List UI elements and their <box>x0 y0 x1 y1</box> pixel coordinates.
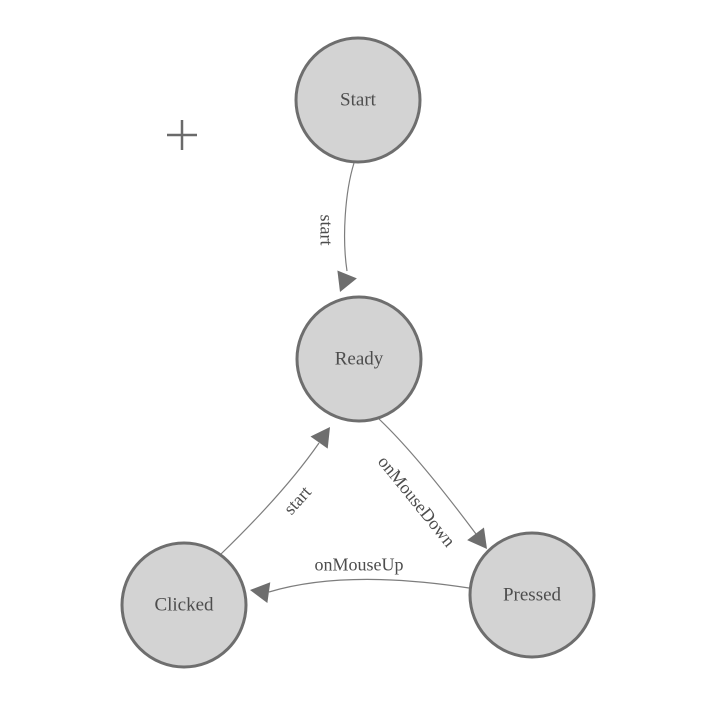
crosshair-layer <box>167 120 197 150</box>
edge-label-ready-to-pressed: onMouseDown <box>374 452 459 551</box>
edge-ready-to-pressed[interactable] <box>378 418 477 535</box>
state-node-ready[interactable]: Ready <box>295 295 423 423</box>
arrowhead-clicked-to-ready <box>310 427 330 449</box>
state-node-start[interactable]: Start <box>294 36 422 164</box>
state-node-pressed[interactable]: Pressed <box>468 531 596 659</box>
state-circle-ready[interactable] <box>295 295 423 423</box>
state-circle-pressed[interactable] <box>468 531 596 659</box>
state-circle-clicked[interactable] <box>120 541 248 669</box>
state-label-clicked: Clicked <box>154 594 214 615</box>
state-label-ready: Ready <box>335 348 384 369</box>
arrowhead-ready-to-pressed <box>467 527 487 549</box>
arrowhead-pressed-to-clicked <box>250 582 271 604</box>
arrowhead-start-to-ready <box>337 270 357 292</box>
state-circle-start[interactable] <box>294 36 422 164</box>
state-label-start: Start <box>340 89 377 110</box>
edge-clicked-to-ready[interactable] <box>220 442 320 555</box>
state-label-pressed: Pressed <box>503 584 562 605</box>
edge-label-pressed-to-clicked: onMouseUp <box>315 554 404 574</box>
edge-label-start-to-ready: start <box>317 215 337 246</box>
edge-pressed-to-clicked[interactable] <box>268 578 470 593</box>
state-node-clicked[interactable]: Clicked <box>120 541 248 669</box>
edge-start-to-ready[interactable] <box>344 162 355 272</box>
